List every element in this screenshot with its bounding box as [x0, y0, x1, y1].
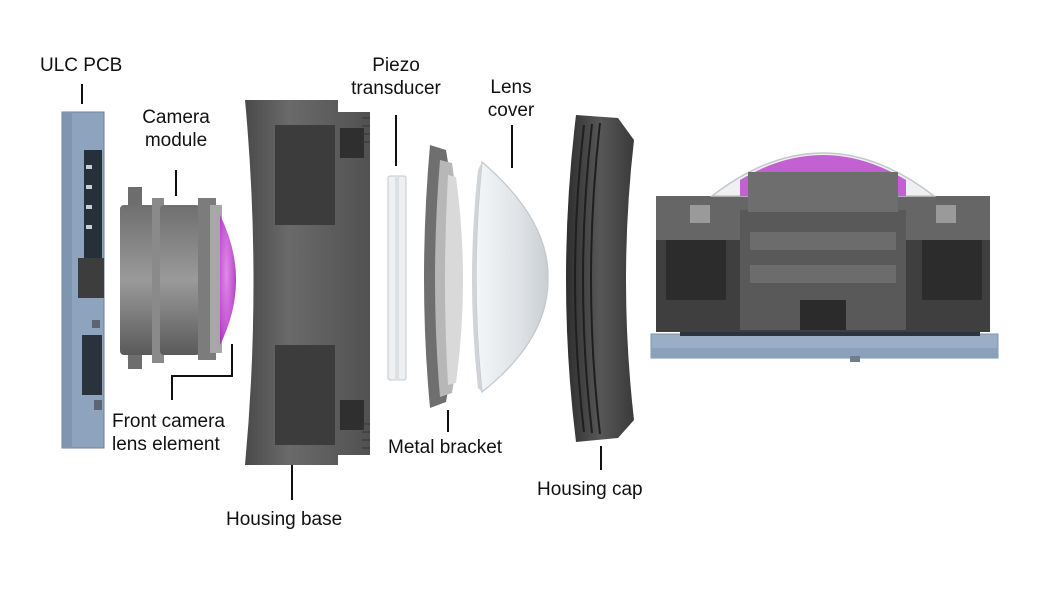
label-front-camera-lens-element: Front camera lens element [112, 410, 225, 456]
leader-lines [81, 84, 602, 500]
ulc-pcb [61, 111, 105, 449]
label-front-lens-line1: Front camera [112, 411, 225, 432]
camera-module [120, 187, 222, 369]
label-piezo-line2: transducer [351, 78, 441, 99]
label-housing-cap: Housing cap [537, 479, 643, 500]
lens-cover [472, 160, 549, 394]
assembled-cross-section [650, 152, 999, 362]
label-lens-cover-line2: cover [487, 100, 535, 121]
label-housing-base: Housing base [226, 509, 343, 530]
label-front-lens-line2: lens element [112, 434, 220, 455]
label-metal-bracket: Metal bracket [388, 437, 503, 458]
label-piezo-line1: Piezo [372, 55, 420, 76]
housing-base [245, 100, 370, 465]
housing-cap [566, 115, 634, 442]
label-camera-module: Camera module [128, 106, 224, 152]
label-lens-cover: Lens cover [474, 76, 548, 122]
piezo-transducer [387, 175, 407, 381]
label-camera-module-line2: module [144, 130, 208, 151]
front-camera-lens-element [220, 215, 236, 345]
label-camera-module-line1: Camera [142, 107, 210, 128]
label-piezo-transducer: Piezo transducer [338, 54, 454, 100]
metal-bracket [424, 145, 463, 408]
label-ulc-pcb: ULC PCB [40, 55, 123, 76]
label-lens-cover-line1: Lens [490, 77, 532, 98]
